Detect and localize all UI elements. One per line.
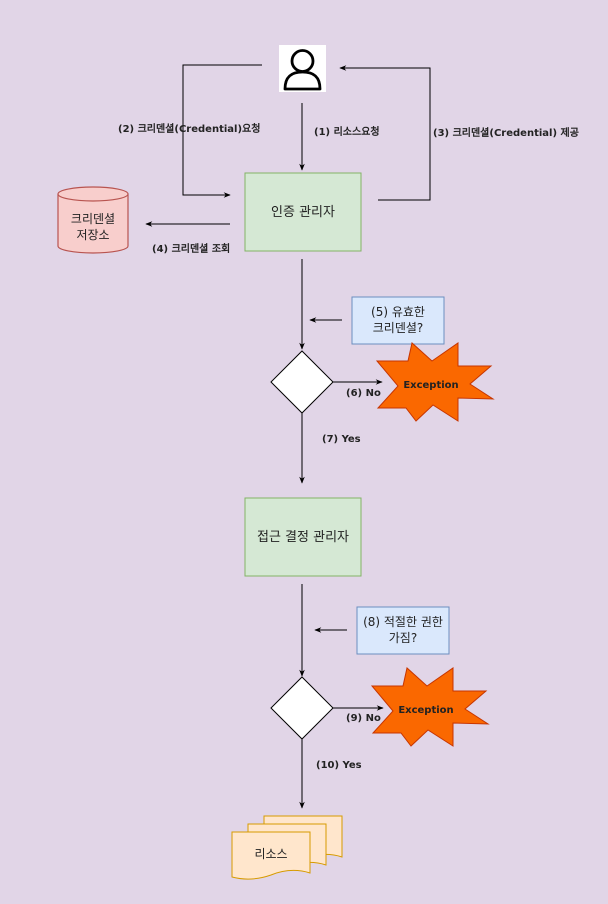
edge-label-resource-request: (1) 리소스요청 — [314, 125, 380, 138]
valid-credential-line-2: 크리덴셜? — [373, 321, 424, 335]
permission-line-2: 가짐? — [389, 631, 417, 645]
auth-manager-box: 인증 관리자 — [244, 172, 362, 252]
decision-diamond-1 — [270, 350, 334, 414]
valid-credential-note: (5) 유효한 크리덴셜? — [351, 296, 445, 345]
credential-store-cylinder: 크리덴셜 저장소 — [57, 186, 129, 254]
permission-line-1: (8) 적절한 권한 — [363, 615, 443, 629]
edge-label-yes-2: (10) Yes — [316, 760, 362, 771]
edge-label-credential-provide: (3) 크리덴셜(Credential) 제공 — [433, 126, 579, 139]
exception-burst-2: Exception — [370, 667, 490, 747]
edge-label-credential-lookup: (4) 크리덴셜 조회 — [152, 242, 230, 255]
auth-manager-label: 인증 관리자 — [271, 205, 335, 220]
exception-burst-1: Exception — [375, 342, 495, 422]
edge-label-credential-request: (2) 크리덴셜(Credential)요청 — [118, 122, 260, 135]
edge-label-no-1: (6) No — [346, 388, 381, 399]
user-icon — [279, 45, 326, 92]
valid-credential-line-1: (5) 유효한 — [371, 305, 425, 319]
edge-label-yes-1: (7) Yes — [322, 434, 361, 445]
credential-store-label-1: 크리덴셜 — [71, 212, 115, 226]
access-manager-label: 접근 결정 관리자 — [257, 530, 349, 545]
access-manager-box: 접근 결정 관리자 — [244, 497, 362, 577]
edge-credential-request — [182, 64, 262, 198]
permission-note: (8) 적절한 권한 가짐? — [356, 606, 450, 655]
resource-documents: 리소스 — [231, 815, 343, 880]
resource-label: 리소스 — [254, 847, 287, 861]
exception-label-1: Exception — [403, 380, 458, 391]
credential-store-label-2: 저장소 — [76, 228, 109, 242]
decision-diamond-2 — [270, 676, 334, 740]
edge-label-no-2: (9) No — [346, 713, 381, 724]
exception-label-2: Exception — [398, 705, 453, 716]
edge-credential-provide — [339, 65, 431, 201]
